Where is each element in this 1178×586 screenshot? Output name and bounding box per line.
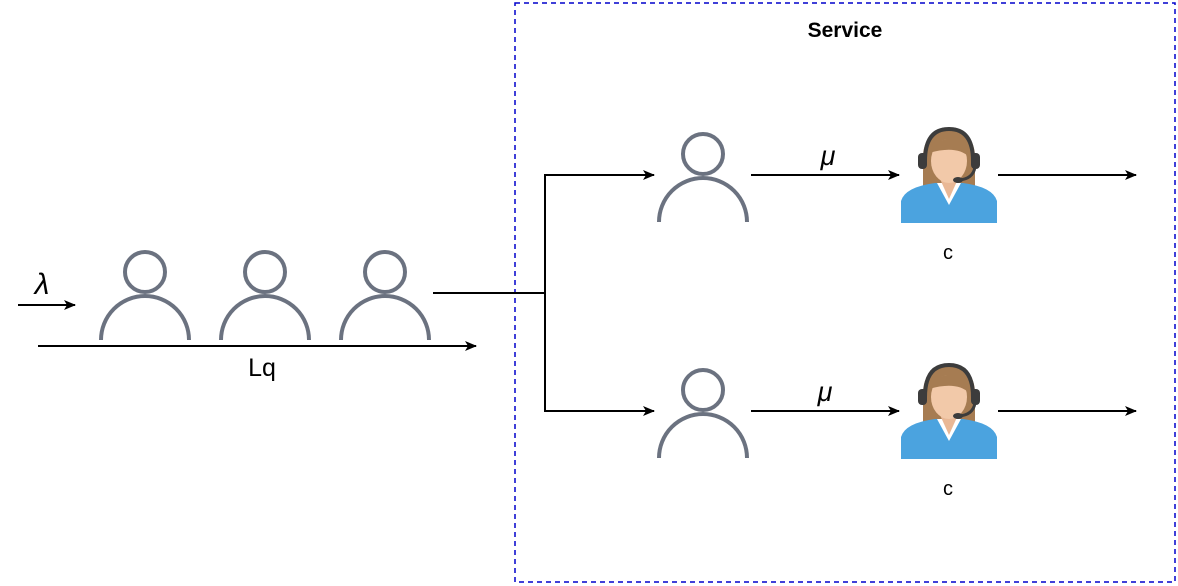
service-rate-label: μ: [820, 141, 836, 171]
person-icon: [657, 132, 749, 224]
queue-length-label: Lq: [248, 354, 276, 382]
service-boundary: [514, 2, 1176, 583]
server-channel: μ c: [657, 126, 1137, 264]
server-channel: μ c: [657, 362, 1137, 500]
queued-customers: [99, 250, 431, 342]
dispatch-arrow-bottom: [544, 293, 655, 416]
person-icon: [339, 250, 431, 342]
call-center-agent-icon: [899, 362, 999, 461]
service-rate-label: μ: [817, 377, 833, 407]
person-icon: [657, 368, 749, 460]
server-label: c: [943, 478, 953, 500]
server-label: c: [943, 242, 953, 264]
person-icon: [219, 250, 311, 342]
service-title: Service: [808, 19, 883, 42]
person-icon: [99, 250, 191, 342]
arrival-rate-label: λ: [33, 268, 50, 301]
dispatch-arrow-top: [544, 170, 655, 293]
call-center-agent-icon: [899, 126, 999, 225]
